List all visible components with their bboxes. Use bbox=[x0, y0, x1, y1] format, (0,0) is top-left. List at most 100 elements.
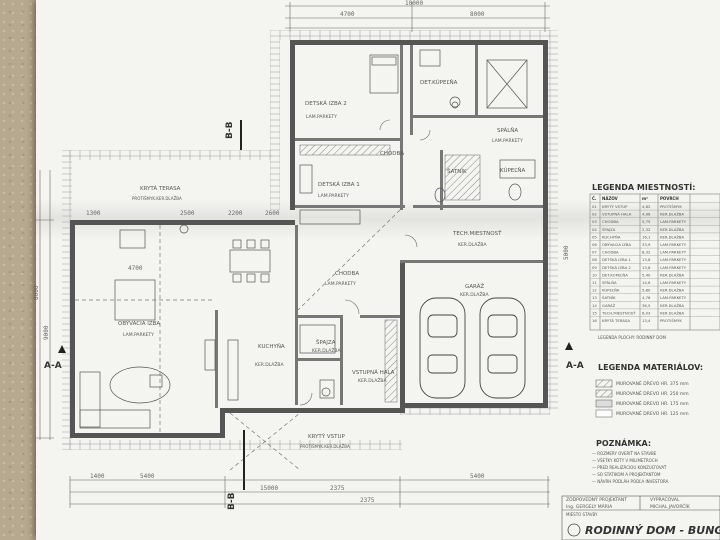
floor-label: PROTIŠMYK.KER.DLAŽBA bbox=[132, 196, 182, 201]
legend-cell: 5,80 bbox=[642, 288, 651, 293]
room-kryty-vstup: KRYTÝ VSTUP bbox=[308, 433, 346, 440]
legend-cell: 09 bbox=[592, 265, 597, 270]
legend-materials-swatches bbox=[595, 379, 613, 418]
legend-cell: 5,75 bbox=[642, 219, 651, 224]
room-kryta-terasa: KRYTÁ TERASA bbox=[140, 185, 181, 192]
legend-cell: KER.DLAŽBA bbox=[660, 227, 685, 232]
floor-label: LAM.PARKETY bbox=[325, 281, 356, 287]
hall-wardrobe-hatch bbox=[384, 319, 398, 403]
legend-cell: CHODBA bbox=[602, 219, 619, 224]
legend-cell: LAM.PARKETY bbox=[660, 242, 687, 247]
designer-label: ZODPOVEDNÝ PROJEKTANT bbox=[566, 496, 627, 503]
legend-cell: PROTIŠMYK bbox=[660, 204, 682, 209]
section-aa-right: A-A bbox=[566, 361, 584, 371]
note-line: — ROZMERY OVERIŤ NA STAVBE bbox=[592, 451, 657, 456]
legend-cell: ŠATNÍK bbox=[602, 295, 616, 300]
room-kupelna: KÚPEĽŇA bbox=[500, 167, 525, 174]
legend-cell: 13,8 bbox=[642, 257, 651, 262]
room-detska-izba-1: DETSKÁ IZBA 1 bbox=[318, 181, 360, 188]
material-2: MUROVANÉ DREVO HR. 250 mm bbox=[616, 389, 689, 397]
project-title: RODINNÝ DOM - BUNGAL bbox=[585, 524, 720, 537]
room-chodba-mid: CHODBA bbox=[335, 271, 359, 277]
legend-rooms-title: LEGENDA MIESTNOSTÍ: bbox=[592, 181, 695, 192]
dim-left-b: 9000 bbox=[43, 325, 50, 340]
left-dimensions bbox=[36, 170, 54, 440]
floor-label: KER.DLAŽBA bbox=[255, 360, 285, 368]
wardrobe-hatch bbox=[299, 144, 391, 156]
legend-cell: KER.DLAŽBA bbox=[660, 288, 685, 293]
garage-cars bbox=[419, 297, 526, 399]
dim-bottom-c: 5400 bbox=[470, 473, 485, 480]
room-vstupna-hala: VSTUPNÁ HALA bbox=[352, 369, 395, 376]
dim-right-a: 5000 bbox=[563, 245, 570, 260]
legend-cell: KÚPEĽŇA bbox=[602, 288, 620, 293]
legend-cell: 4,96 bbox=[642, 212, 651, 217]
legend-cell: 15 bbox=[592, 310, 597, 315]
legend-cell: LAM.PARKETY bbox=[660, 295, 687, 300]
paving-strip bbox=[62, 30, 558, 450]
legend-cell: 13 bbox=[592, 295, 597, 300]
legend-cell: PROTIŠMYK bbox=[660, 318, 682, 323]
drawn-name: MICHAL JAVORČÍK bbox=[650, 503, 691, 510]
room-garaz: GARÁŽ bbox=[465, 282, 484, 290]
legend-cell: KRYTÁ TERASA bbox=[602, 318, 630, 323]
floor-label: KER.DLAŽBA bbox=[358, 376, 388, 384]
legend-cell: DETSKÁ IZBA 2 bbox=[602, 265, 631, 270]
legend-cell: DETSKÁ IZBA 1 bbox=[602, 257, 631, 262]
place-label: MIESTO STAVBY bbox=[566, 512, 598, 517]
floor-label: KER.DLAŽBA bbox=[312, 346, 342, 354]
drawn-label: VYPRACOVAL bbox=[650, 497, 680, 503]
door-swings bbox=[299, 119, 431, 406]
legend-cell: SPÁLŇA bbox=[602, 280, 617, 285]
dim-top-total: 10000 bbox=[405, 0, 423, 7]
legend-cell: ŠPAJZA bbox=[602, 227, 616, 232]
legend-cell: CHODBA bbox=[602, 250, 619, 255]
furniture bbox=[79, 49, 536, 429]
floor-label: LAM.PARKETY bbox=[492, 138, 523, 144]
room-satnik: ŠATNÍK bbox=[447, 168, 467, 175]
note-line: — VŠETKY KÓTY V MILIMETROCH bbox=[592, 458, 658, 463]
interior-walls bbox=[215, 45, 543, 408]
legend-header-cell: Č. bbox=[592, 196, 597, 201]
legend-cell: LAM.PARKETY bbox=[660, 257, 687, 262]
room-spalna: SPÁLŇA bbox=[497, 127, 518, 134]
legend-cell: 8,32 bbox=[642, 250, 651, 255]
floor-label: KER.DLAŽBA bbox=[460, 290, 490, 298]
room-obyvacia-izba: OBÝVACIA IZBA bbox=[118, 320, 160, 327]
legend-cell: 10 bbox=[592, 272, 597, 277]
legend-cell: DET.KÚPEĽŇA bbox=[602, 272, 628, 277]
section-bb-top: B-B bbox=[225, 121, 235, 139]
dim-bottom-b: 5400 bbox=[140, 473, 155, 480]
floor-label: KER.DLAŽBA bbox=[458, 240, 488, 248]
dim-top-b: 8000 bbox=[470, 11, 485, 18]
room-chodba-top: CHODBA bbox=[380, 151, 404, 157]
dim-kit-2: 2600 bbox=[265, 210, 280, 217]
legend-cell: 04 bbox=[592, 227, 597, 232]
title-block-frame bbox=[561, 495, 720, 540]
legend-cell: 2,32 bbox=[642, 227, 651, 232]
legend-cell: TECH.MIESTNOSŤ bbox=[601, 310, 636, 315]
legend-cell: 06 bbox=[592, 242, 597, 247]
legend-cell: 01 bbox=[592, 204, 597, 209]
legend-cell: VSTUPNÁ HALA bbox=[602, 212, 632, 217]
legend-cell: LAM.PARKETY bbox=[660, 280, 687, 285]
legend-cell: 6,03 bbox=[642, 310, 651, 315]
legend-cell: LAM.PARKETY bbox=[660, 265, 687, 270]
room-spajza: ŠPAJZA bbox=[316, 339, 336, 346]
legend-cell: 13,4 bbox=[642, 318, 651, 323]
room-kuchyna: KUCHYŇA bbox=[258, 343, 285, 350]
legend-cell: KER.DLAŽBA bbox=[660, 272, 685, 277]
legend-materials-title: LEGENDA MATERIÁLOV: bbox=[598, 361, 703, 372]
section-markers bbox=[58, 120, 573, 490]
note-line: — SO STATIKOM A PROJEKTANTOM bbox=[592, 472, 661, 477]
material-3: MUROVANÉ DREVO HR. 175 mm bbox=[616, 399, 689, 407]
room-det-kupelna: DET.KÚPEĽŇA bbox=[420, 79, 458, 86]
legend-cell: 11 bbox=[592, 280, 597, 285]
note-line: — NÁVRH PODLÁH PODĽA INVESTORA bbox=[592, 479, 669, 484]
walk-in-closet-hatch bbox=[444, 154, 481, 201]
floor-label: LAM.PARKETY bbox=[306, 114, 337, 120]
legend-cell: 12 bbox=[592, 288, 597, 293]
room-labels: DETSKÁ IZBA 2 LAM.PARKETY DET.KÚPEĽŇA SP… bbox=[118, 79, 525, 449]
dim-g-2: 2500 bbox=[180, 210, 195, 217]
